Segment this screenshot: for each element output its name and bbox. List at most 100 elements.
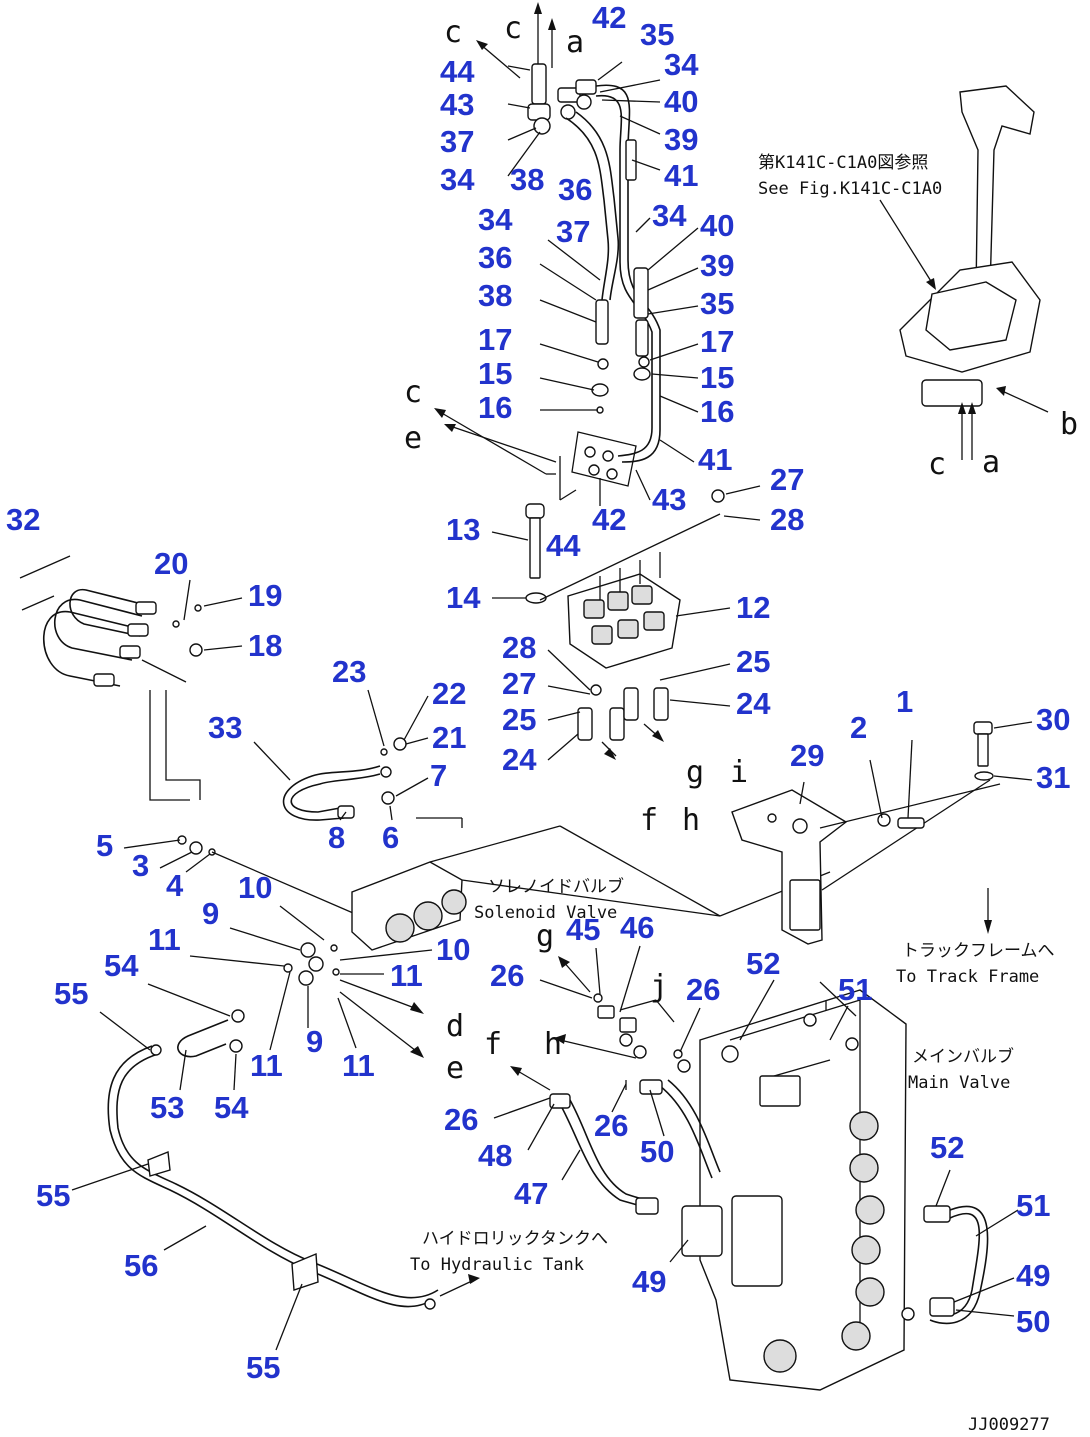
ppc-valve-block [539, 489, 725, 760]
part-number-label: 48 [478, 1138, 512, 1173]
top-outlet-arrows [476, 2, 556, 79]
control-lever [879, 85, 1049, 460]
part-number-label: 5 [96, 828, 113, 863]
part-number-label: 28 [502, 630, 536, 665]
track-frame-label-en: To Track Frame [896, 967, 1039, 987]
part-number-label: 14 [446, 580, 481, 615]
connection-letter-label: e [446, 1051, 464, 1086]
part-number-label: 34 [664, 47, 699, 82]
connection-letter-label: j [650, 969, 668, 1004]
track-frame-arrow [984, 888, 992, 934]
part-number-label: 49 [1016, 1258, 1050, 1293]
lower-manifold [434, 408, 637, 501]
track-frame-label-jp: トラックフレームへ [902, 941, 1055, 961]
connection-letter-label: a [982, 445, 1000, 480]
connection-letter-label: b [1060, 407, 1078, 442]
top-fitting-cluster [527, 63, 597, 135]
part-number-label: 38 [478, 278, 512, 313]
part-number-label: 3 [132, 848, 149, 883]
part-number-label: 35 [640, 17, 674, 52]
connection-letter-label: g [536, 919, 554, 954]
part-number-label: 51 [838, 972, 872, 1007]
part-number-label: 56 [124, 1248, 158, 1283]
part-number-label: 34 [652, 198, 687, 233]
part-number-label: 44 [440, 54, 475, 89]
part-number-label: 50 [640, 1134, 674, 1169]
main-valve [681, 981, 907, 1391]
part-number-label: 35 [700, 286, 734, 321]
part-number-label: 11 [390, 958, 423, 993]
part-number-label: 15 [700, 360, 734, 395]
pilot-hoses [565, 84, 661, 463]
part-number-label: 47 [514, 1176, 548, 1211]
solenoid-valve-label-en: Solenoid Valve [474, 903, 617, 923]
part-number-label: 53 [150, 1090, 184, 1125]
connection-letter-label: a [566, 25, 584, 60]
part-number-label: 55 [36, 1178, 70, 1213]
part-number-label: 10 [238, 870, 272, 905]
part-number-label: 23 [332, 654, 366, 689]
part-number-label: 52 [930, 1130, 964, 1165]
bracket-29 [731, 779, 1001, 945]
part-number-label: 42 [592, 0, 626, 35]
fittings-3-4-5 [177, 835, 361, 917]
reference-note-en: See Fig.K141C-C1A0 [758, 179, 942, 199]
connection-letter-label: c [404, 375, 422, 410]
part-number-label: 7 [430, 758, 447, 793]
part-number-label: 18 [248, 628, 282, 663]
part-number-label: 13 [446, 512, 480, 547]
part-number-label: 11 [250, 1048, 283, 1083]
part-number-label: 44 [546, 528, 581, 563]
part-number-label: 41 [664, 158, 698, 193]
hydraulic-tank-label-en: To Hydraulic Tank [410, 1255, 584, 1275]
hose-assembly-32 [19, 555, 203, 801]
part-number-label: 41 [698, 442, 732, 477]
part-number-label: 31 [1036, 760, 1070, 795]
part-number-label: 49 [632, 1264, 666, 1299]
part-number-label: 4 [166, 868, 184, 903]
part-number-label: 21 [432, 720, 466, 755]
part-number-label: 40 [664, 84, 698, 119]
part-number-label: 26 [444, 1102, 478, 1137]
part-number-label: 15 [478, 356, 512, 391]
part-number-label: 39 [664, 122, 698, 157]
leader-lines [71, 61, 1033, 1351]
part-number-label: 29 [790, 738, 824, 773]
connection-letter-label: c [444, 15, 462, 50]
connection-letter-label: g [686, 755, 704, 790]
part-number-label: 52 [746, 946, 780, 981]
part-number-label: 27 [502, 666, 536, 701]
part-number-label: 54 [104, 948, 139, 983]
line-artwork [19, 2, 1049, 1391]
hoses-47-50-51 [510, 956, 989, 1325]
part-number-label: 26 [686, 972, 720, 1007]
connection-letter-label: h [544, 1027, 562, 1062]
part-number-label: 9 [202, 896, 219, 931]
part-number-label: 55 [246, 1350, 280, 1385]
part-number-label: 25 [736, 644, 770, 679]
part-number-label: 33 [208, 710, 242, 745]
part-number-label: 26 [594, 1108, 628, 1143]
connection-letter-label: c [928, 447, 946, 482]
part-number-label: 10 [436, 932, 470, 967]
part-number-label: 37 [440, 124, 474, 159]
part-number-label: 36 [478, 240, 512, 275]
drain-line [107, 1009, 480, 1310]
connection-letter-label: h [682, 803, 700, 838]
connection-letter-label: f [484, 1027, 502, 1062]
fittings-9-10-11 [283, 942, 424, 1058]
solenoid-valve [351, 825, 831, 951]
part-number-label: 25 [502, 702, 536, 737]
hydraulic-tank-label-jp: ハイドロリックタンクへ [422, 1229, 608, 1249]
annotations: 第K141C-C1A0図参照 See Fig.K141C-C1A0 ソレノイドバ… [410, 153, 1055, 1435]
connection-letter-label: c [504, 11, 522, 46]
part-number-label: 54 [214, 1090, 249, 1125]
bolt-30 [973, 721, 994, 781]
part-number-label: 37 [556, 214, 590, 249]
part-number-label: 11 [148, 922, 181, 957]
part-number-label: 8 [328, 820, 345, 855]
part-number-label: 38 [510, 162, 544, 197]
part-number-label: 34 [440, 162, 475, 197]
part-number-label: 16 [478, 390, 512, 425]
